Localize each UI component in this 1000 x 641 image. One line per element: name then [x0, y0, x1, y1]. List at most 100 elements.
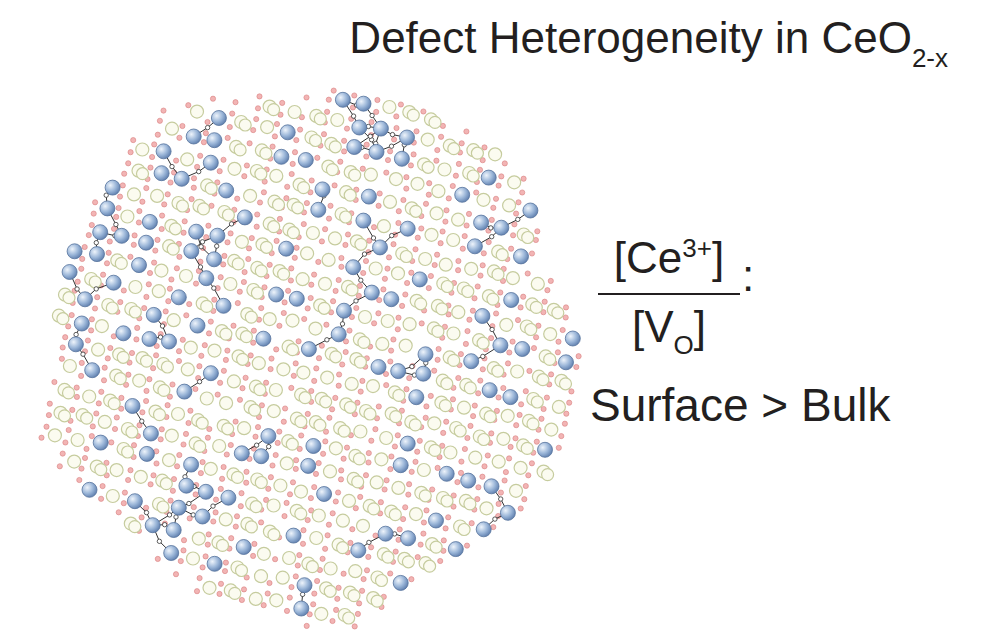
- ce3-atom: [394, 151, 409, 166]
- oxygen-atom: [444, 208, 449, 213]
- ce3-atom: [93, 225, 108, 240]
- oxygen-atom: [508, 444, 513, 449]
- ce4-atom: [133, 374, 146, 387]
- vacancy-site: [140, 419, 144, 423]
- ce4-atom: [165, 429, 178, 442]
- ce3-atom: [371, 360, 386, 375]
- oxygen-atom: [482, 145, 487, 150]
- oxygen-atom: [60, 451, 65, 456]
- ce4-atom: [452, 213, 465, 226]
- ce4-atom: [544, 353, 556, 365]
- ce4-atom: [467, 170, 479, 182]
- oxygen-atom: [366, 460, 371, 465]
- oxygen-atoms: [39, 88, 581, 629]
- ce3-atom: [116, 326, 131, 341]
- ce4-atom: [227, 375, 240, 388]
- oxygen-atom: [489, 217, 494, 222]
- oxygen-atom: [342, 149, 347, 154]
- ce3-atom: [105, 180, 120, 195]
- oxygen-atom: [93, 200, 98, 205]
- oxygen-atom: [564, 411, 569, 416]
- oxygen-atom: [377, 298, 382, 303]
- oxygen-atom: [369, 545, 374, 550]
- ce3-atom: [484, 479, 499, 494]
- oxygen-atom: [560, 327, 565, 332]
- ce4-atom: [198, 203, 210, 215]
- ce4-atom: [330, 351, 342, 363]
- oxygen-atom: [285, 184, 290, 189]
- oxygen-atom: [205, 435, 210, 440]
- oxygen-atom: [408, 163, 413, 168]
- ce4-atom: [163, 454, 176, 467]
- oxygen-atom: [465, 435, 470, 440]
- oxygen-atom: [407, 376, 412, 381]
- oxygen-atom: [348, 540, 353, 545]
- ce4-atom: [522, 232, 534, 244]
- ce3-atom: [106, 275, 121, 290]
- ce4-atom: [376, 575, 388, 587]
- oxygen-atom: [544, 395, 549, 400]
- oxygen-atom: [464, 129, 469, 134]
- oxygen-atom: [116, 510, 121, 515]
- oxygen-atom: [366, 451, 371, 456]
- ce4-atom: [181, 363, 194, 376]
- oxygen-atom: [163, 309, 168, 314]
- oxygen-atom: [430, 487, 435, 492]
- ce4-atom: [255, 570, 268, 583]
- ce3-atom: [142, 214, 157, 229]
- oxygen-atom: [287, 595, 292, 600]
- oxygen-atom: [388, 571, 393, 576]
- ce3-atom: [500, 505, 515, 520]
- oxygen-atom: [563, 305, 568, 310]
- oxygen-atom: [378, 500, 383, 505]
- oxygen-atom: [434, 158, 439, 163]
- vacancy-site: [368, 134, 372, 138]
- ce4-atom: [337, 542, 349, 554]
- oxygen-atom: [188, 408, 193, 413]
- ce4-atom: [306, 227, 319, 240]
- oxygen-atom: [109, 440, 114, 445]
- ce4-atom: [141, 355, 153, 367]
- oxygen-atom: [213, 510, 218, 515]
- ce4-atom: [255, 265, 267, 277]
- ce3-atom: [274, 149, 289, 164]
- ce4-atom: [255, 477, 267, 489]
- oxygen-atom: [284, 608, 289, 613]
- oxygen-atom: [57, 464, 62, 469]
- ce4-atom: [354, 425, 367, 438]
- ce4-atom: [511, 365, 524, 378]
- oxygen-atom: [404, 186, 409, 191]
- ce4-atom: [270, 594, 283, 607]
- oxygen-atom: [225, 135, 230, 140]
- ce3-atom: [401, 531, 416, 546]
- vacancy-site: [390, 132, 394, 136]
- ce4-atom: [219, 513, 232, 526]
- oxygen-atom: [77, 477, 82, 482]
- oxygen-atom: [491, 205, 496, 210]
- oxygen-atom: [60, 345, 65, 350]
- ce4-atom: [312, 509, 325, 522]
- oxygen-atom: [499, 174, 504, 179]
- oxygen-atom: [178, 559, 183, 564]
- oxygen-atom: [224, 452, 229, 457]
- oxygen-atom: [485, 453, 490, 458]
- vacancy-site: [481, 354, 485, 358]
- ce4-atom: [204, 462, 217, 475]
- oxygen-atom: [444, 419, 449, 424]
- oxygen-atom: [288, 278, 293, 283]
- oxygen-atom: [462, 234, 467, 239]
- oxygen-atom: [525, 271, 530, 276]
- oxygen-atom: [361, 270, 366, 275]
- ce4-atom: [429, 116, 441, 128]
- oxygen-atom: [144, 388, 149, 393]
- ce4-atom: [417, 464, 430, 477]
- oxygen-atom: [450, 183, 455, 188]
- oxygen-atom: [475, 284, 480, 289]
- ce4-atom: [500, 318, 513, 331]
- oxygen-atom: [517, 412, 522, 417]
- oxygen-atom: [314, 366, 319, 371]
- ce3-atom: [476, 522, 491, 537]
- oxygen-atom: [114, 214, 119, 219]
- oxygen-atom: [116, 205, 121, 210]
- oxygen-atom: [131, 242, 136, 247]
